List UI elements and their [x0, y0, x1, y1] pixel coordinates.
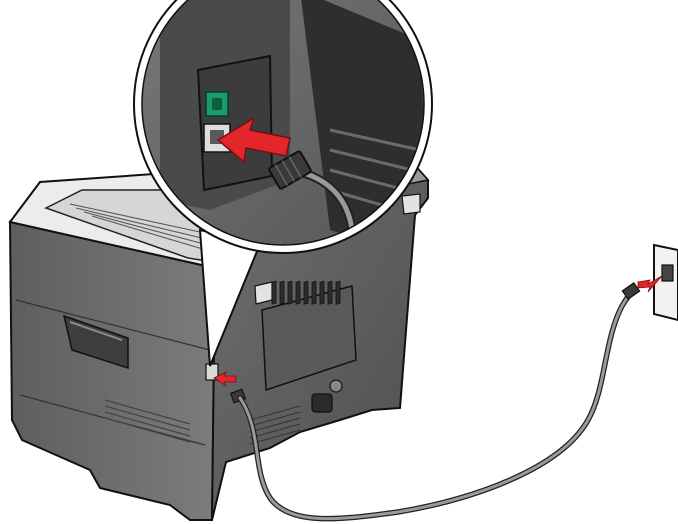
red-arrow-icon	[216, 116, 291, 164]
red-arrow-icon-wall	[637, 275, 663, 293]
power-switch	[329, 379, 343, 393]
lower-rear-grille	[249, 405, 301, 445]
side-vent	[104, 399, 191, 443]
wall-plate	[653, 243, 678, 322]
magnifier-callout	[133, 0, 433, 367]
power-socket	[311, 393, 333, 413]
wall-jack-socket	[661, 264, 674, 282]
printer-side-panel	[8, 220, 217, 521]
wall-jack-icon	[621, 243, 678, 322]
rear-vent	[271, 280, 341, 305]
magnifier-ring	[134, 0, 432, 253]
cable-plug-callout	[268, 150, 312, 190]
cable-plug-wall	[621, 282, 641, 300]
port-frame	[196, 54, 274, 192]
line-port-small	[205, 363, 219, 381]
back-hinge-left	[254, 281, 273, 305]
side-handle	[62, 314, 129, 370]
red-arrow-icon-small	[213, 371, 237, 388]
back-hinge-right	[401, 193, 421, 215]
